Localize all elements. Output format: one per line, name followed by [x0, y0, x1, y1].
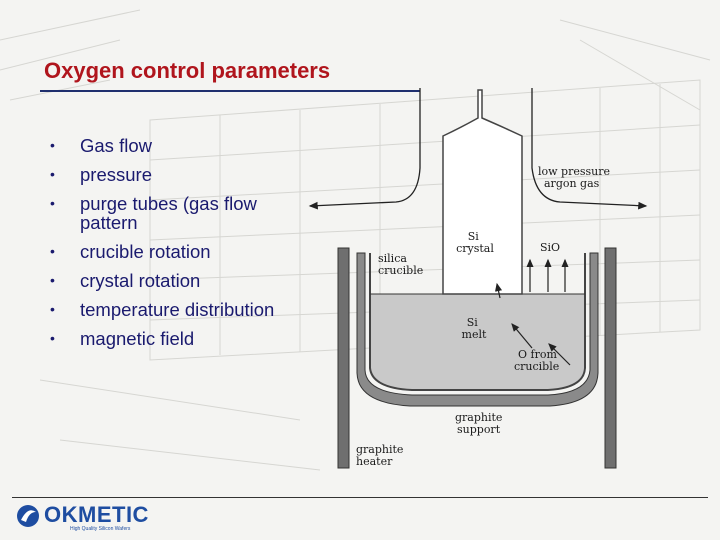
- bullet-icon: •: [50, 165, 55, 184]
- list-item-text: pressure: [80, 164, 152, 185]
- list-item-text: crystal rotation: [80, 270, 200, 291]
- label-low-pressure: low pressure argon gas: [538, 165, 614, 190]
- slide-title: Oxygen control parameters: [44, 58, 330, 84]
- list-item: • crucible rotation: [44, 242, 314, 261]
- si-crystal: [443, 90, 522, 294]
- list-item: • Gas flow: [44, 136, 314, 155]
- list-item: • crystal rotation: [44, 271, 314, 290]
- gas-tube-left: [310, 88, 420, 206]
- label-sio: SiO: [540, 241, 560, 254]
- list-item: • magnetic field: [44, 329, 314, 348]
- list-item: • temperature distribution: [44, 300, 314, 319]
- list-item: • purge tubes (gas flow pattern: [44, 194, 314, 232]
- bullet-icon: •: [50, 194, 55, 213]
- label-silica-crucible: silica crucible: [378, 252, 423, 277]
- graphite-heater-right: [605, 248, 616, 468]
- bullet-icon: •: [50, 242, 55, 261]
- logo-wordmark: OKMETIC: [44, 502, 149, 528]
- list-item-text: temperature distribution: [80, 299, 274, 320]
- bullet-icon: •: [50, 300, 55, 319]
- list-item-text: Gas flow: [80, 135, 152, 156]
- label-graphite-support: graphite support: [455, 411, 506, 436]
- logo-tagline: High Quality Silicon Wafers: [70, 526, 130, 532]
- graphite-heater-left: [338, 248, 349, 468]
- bullet-icon: •: [50, 271, 55, 290]
- bullet-icon: •: [50, 329, 55, 348]
- footer-divider: [12, 497, 708, 498]
- bullet-icon: •: [50, 136, 55, 155]
- parameter-list: • Gas flow • pressure • purge tubes (gas fl…: [44, 136, 314, 358]
- czochralski-diagram: low pressure argon gas Si crystal SiO si…: [300, 88, 720, 478]
- silicon-melt: [370, 294, 585, 390]
- label-graphite-heater: graphite heater: [356, 443, 407, 468]
- label-o-from-crucible: O from crucible: [514, 348, 560, 373]
- list-item-text: crucible rotation: [80, 241, 211, 262]
- list-item: • pressure: [44, 165, 314, 184]
- list-item-text: purge tubes (gas flow pattern: [80, 193, 257, 233]
- list-item-text: magnetic field: [80, 328, 194, 349]
